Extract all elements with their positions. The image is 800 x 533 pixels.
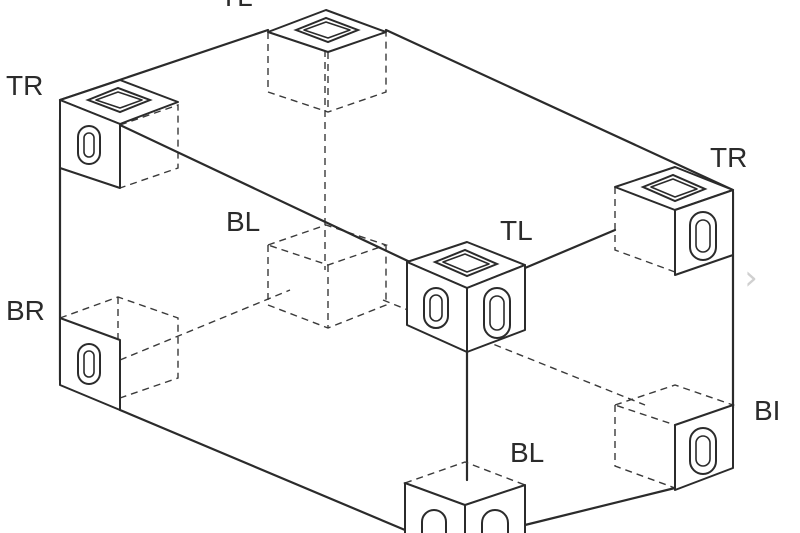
label-tl-back: TL <box>220 0 253 12</box>
hidden-edges <box>59 32 736 489</box>
label-bi-right: BI <box>754 395 780 426</box>
corner-fitting-front-bl <box>402 461 528 533</box>
corner-fitting-right-bi <box>674 404 734 491</box>
label-tl-front: TL <box>500 215 533 246</box>
fitting-labels: TL TR TR TL BL BR BL BI <box>6 0 780 468</box>
next-arrow-icon[interactable]: › <box>744 258 758 298</box>
label-bl-mid: BL <box>226 206 260 237</box>
label-tr-right: TR <box>710 142 747 173</box>
corner-fitting-right-tr <box>614 166 734 276</box>
corner-fitting-left-tr <box>59 79 179 189</box>
label-bl-front: BL <box>510 437 544 468</box>
corner-fitting-back-tl <box>267 9 387 53</box>
corner-fitting-left-br <box>59 317 121 411</box>
label-tr-left: TR <box>6 70 43 101</box>
corner-fitting-front-tl <box>406 241 526 353</box>
label-br-left: BR <box>6 295 45 326</box>
